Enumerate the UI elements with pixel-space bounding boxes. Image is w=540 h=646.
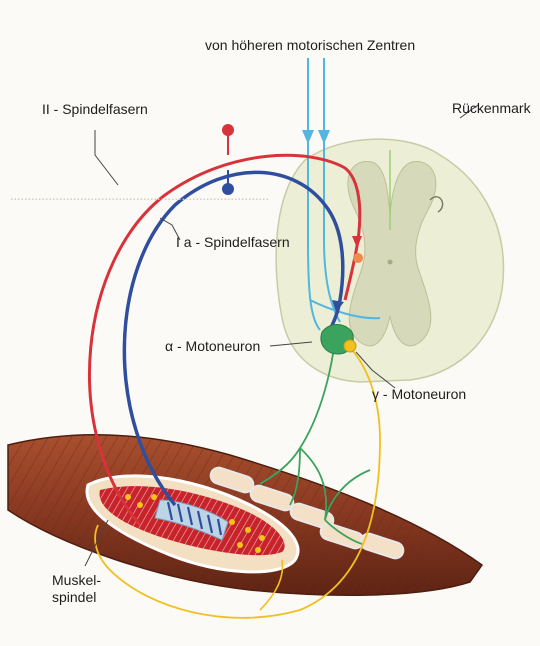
alpha-motoneuron-label: α - Motoneuron (165, 338, 260, 355)
red-dot-icon (222, 124, 234, 136)
type2-fibers-label: II - Spindelfasern (42, 101, 148, 118)
gamma-motoneuron-soma (344, 340, 356, 352)
muscle-spindle-label: Muskel- spindel (52, 572, 101, 606)
spinal-cord (276, 139, 503, 382)
spinal-cord-label: Rückenmark (452, 100, 531, 117)
type1a-fibers-label: I a - Spindelfasern (176, 234, 290, 251)
top-pathway-label: von höheren motorischen Zentren (205, 37, 415, 54)
type2-interneuron (353, 253, 363, 263)
central-canal (388, 260, 393, 265)
arrow-down-icon (302, 130, 330, 144)
bleed-through-text: ........................................… (10, 186, 269, 208)
gamma-motoneuron-label: γ - Motoneuron (372, 386, 466, 403)
